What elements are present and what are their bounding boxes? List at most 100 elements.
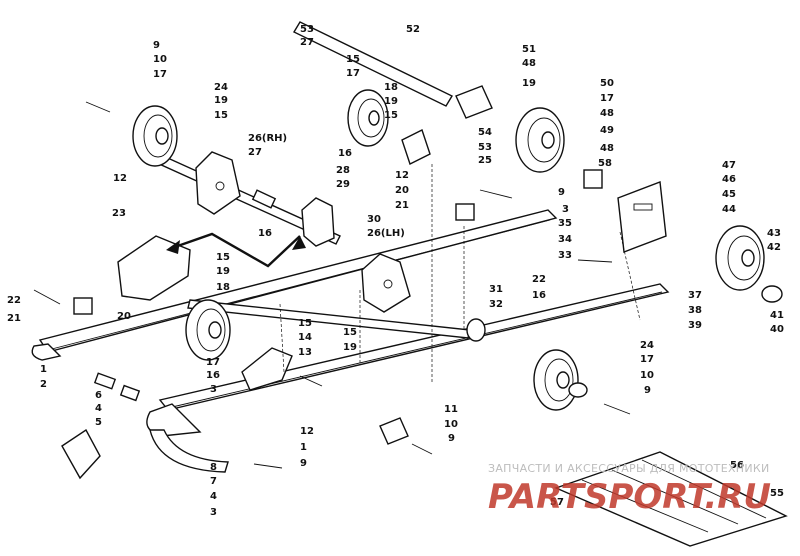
plate-58 <box>617 181 667 253</box>
callout-label: 15 <box>384 110 398 121</box>
assembly-arrow <box>166 232 306 268</box>
callout-label: 25 <box>478 155 492 166</box>
callout-label: 5 <box>95 417 102 428</box>
spacer-49-lower <box>583 169 603 189</box>
callout-label: 16 <box>338 148 352 159</box>
callout-label: 11 <box>444 404 458 415</box>
callout-label: 32 <box>489 299 503 310</box>
callout-label: 3 <box>210 384 217 395</box>
callout-label: 51 <box>522 44 536 55</box>
callout-label: 9 <box>448 433 455 444</box>
callout-label: 47 <box>722 160 736 171</box>
callout-label: 10 <box>444 419 458 430</box>
callout-label: 52 <box>406 24 420 35</box>
callout-label: 4 <box>95 403 102 414</box>
callout-label: 10 <box>640 370 654 381</box>
callout-label: 20 <box>395 185 409 196</box>
callout-label: 48 <box>600 143 614 154</box>
callout-label: 22 <box>7 295 21 306</box>
callout-label: 50 <box>600 78 614 89</box>
callout-label: 8 <box>210 462 217 473</box>
callout-label: 18 <box>384 82 398 93</box>
callout-label: 49 <box>600 125 614 136</box>
callout-label: 15 <box>214 110 228 121</box>
roller-31 <box>466 318 486 342</box>
callout-label: 15 <box>343 327 357 338</box>
callout-label: 7 <box>210 476 217 487</box>
tab-11 <box>379 417 409 445</box>
cap-41 <box>761 285 783 303</box>
spacer-27 <box>251 189 277 209</box>
callout-label: 9 <box>300 458 307 469</box>
idler-wheel-right <box>715 225 765 291</box>
callout-label: 9 <box>558 187 565 198</box>
bracket-26-rh <box>195 151 241 215</box>
callout-label: 19 <box>214 95 228 106</box>
track-section <box>554 451 788 547</box>
callout-label: 3 <box>210 507 217 518</box>
callout-label: 15 <box>216 252 230 263</box>
block-21 <box>455 203 475 221</box>
callout-label: 48 <box>600 108 614 119</box>
callout-label: 12 <box>300 426 314 437</box>
callout-label: 13 <box>298 347 312 358</box>
watermark: ЗАПЧАСТИ И АКСЕССУАРЫ ДЛЯ МОТОТЕХНИКИ PA… <box>488 462 771 517</box>
idler-wheel-lower-left <box>185 299 231 361</box>
callout-label: 53 <box>300 24 314 35</box>
callout-label: 56 <box>730 460 744 471</box>
callout-label: 18 <box>216 282 230 293</box>
callout-label: 53 <box>478 142 492 153</box>
callout-label: 15 <box>346 54 360 65</box>
idler-wheel-upper-left <box>132 105 178 167</box>
callout-label: 34 <box>558 234 572 245</box>
callout-label: 17 <box>153 69 167 80</box>
callout-label: 28 <box>336 165 350 176</box>
bolts <box>33 101 631 469</box>
idler-wheel-lower-right <box>533 349 579 411</box>
arm-13 <box>241 347 293 391</box>
callout-label: 57 <box>550 497 564 508</box>
callout-label: 39 <box>688 320 702 331</box>
callout-label: 55 <box>770 488 784 499</box>
callout-label: 19 <box>343 342 357 353</box>
callout-label: 27 <box>248 147 262 158</box>
watermark-logo: PARTSPORT.RU <box>488 477 771 517</box>
callout-labels: 5327521517514819910172419151819155017484… <box>7 24 784 518</box>
callout-label: 17 <box>206 357 220 368</box>
shaft-lower <box>187 299 471 339</box>
callout-label: 44 <box>722 204 736 215</box>
idler-wheel-upper-mid <box>347 89 389 147</box>
callout-label: 24 <box>640 340 654 351</box>
callout-label: 4 <box>210 491 217 502</box>
clip-5 <box>61 428 101 480</box>
callout-label: 35 <box>558 218 572 229</box>
callout-label: 30 <box>367 214 381 225</box>
callout-label: 42 <box>767 242 781 253</box>
bracket-28 <box>301 197 335 247</box>
spacer-lower-right <box>568 382 588 398</box>
slide-rail-lower <box>146 283 670 473</box>
callout-label: 24 <box>214 82 228 93</box>
callout-label: 20 <box>117 311 131 322</box>
callout-label: 1 <box>300 442 307 453</box>
callout-label: 48 <box>522 58 536 69</box>
callout-label: 15 <box>298 318 312 329</box>
callout-label: 19 <box>216 266 230 277</box>
callout-label: 9 <box>153 40 160 51</box>
callout-label: 3 <box>562 204 569 215</box>
callout-label: 14 <box>298 332 312 343</box>
bracket-54 <box>401 129 431 165</box>
callout-label: 27 <box>300 37 314 48</box>
callout-label: 2 <box>40 379 47 390</box>
callout-label: 26(LH) <box>367 228 405 239</box>
callout-label: 10 <box>153 54 167 65</box>
callout-label: 1 <box>40 364 47 375</box>
callout-label: 40 <box>770 324 784 335</box>
callout-label: 29 <box>336 179 350 190</box>
callout-label: 37 <box>688 290 702 301</box>
callout-label: 43 <box>767 228 781 239</box>
slide-rail-upper <box>31 209 558 361</box>
callout-label: 58 <box>598 158 612 169</box>
spacer-2 <box>93 372 117 390</box>
callout-label: 45 <box>722 189 736 200</box>
